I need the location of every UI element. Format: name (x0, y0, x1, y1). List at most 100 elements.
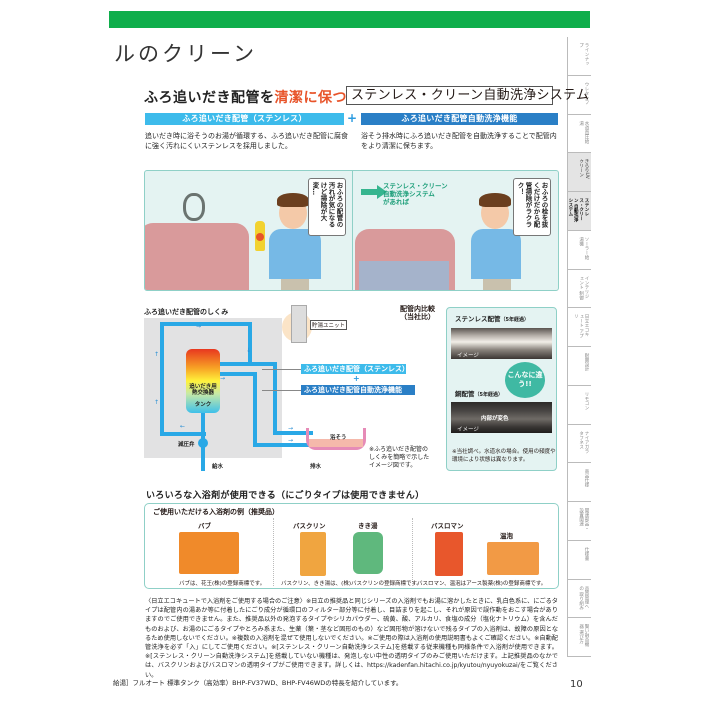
side-tab-6[interactable]: インテリジェント 制御 (568, 269, 591, 309)
stainless-pipe-label: ステンレス配管（5年経過） (455, 315, 529, 323)
person-body (471, 229, 521, 279)
person-legs (483, 276, 511, 290)
product-name-bathroman: バスロマン (431, 522, 464, 530)
heat-exchanger-label: 追いだき用熱交換器 (189, 384, 217, 396)
connector-line (262, 369, 301, 370)
pipe (253, 443, 313, 447)
person-body (269, 229, 321, 279)
tank-label: タンク (194, 402, 212, 408)
trademark-caption: バスクリン、きき湯は、(株)バスクリンの登録商標です。 (281, 581, 422, 587)
product-name-bathclin: バスクリン (293, 522, 326, 530)
product-image-bathroman (435, 532, 463, 576)
pressure-valve-icon (198, 438, 208, 448)
product-name-bub: バブ (198, 522, 211, 530)
after-caption: ステンレス・クリーン 自動洗浄システム があれば (383, 182, 448, 206)
side-index: ラインナップウレタンフ水道直圧給湯きらりUV クリーンステンレス・クリーン 自動… (567, 37, 591, 657)
hot-water-tank (186, 349, 220, 413)
plus-icon: + (347, 111, 358, 125)
system-name-box: ステンレス・クリーン自動洗浄システム (346, 86, 589, 105)
storage-unit-icon (291, 305, 307, 343)
side-tab-3[interactable]: きらりUV クリーン (568, 153, 591, 192)
product-image-kikiyu (353, 532, 383, 574)
bathtub-label: 浴そう (330, 435, 347, 441)
separator (273, 518, 274, 586)
side-tab-8[interactable]: 耐震設計 (568, 347, 591, 386)
cleaner-bottle-icon (255, 221, 265, 251)
plus-icon: + (353, 374, 360, 383)
pipe (160, 322, 164, 436)
side-tab-10[interactable]: ナイアガラ タフネス (568, 424, 591, 464)
product-image-bathclin (300, 532, 326, 576)
stainless-pipe-photo: イメージ (451, 328, 552, 359)
flow-arrow-icon: → (196, 323, 202, 330)
pipe (273, 362, 277, 434)
tag-auto-clean: ふろ追いだき配管自動洗浄機能 (301, 385, 415, 395)
flow-arrow-icon: ↑ (154, 351, 160, 358)
water-supply-label: 給水 (212, 464, 224, 470)
feature-stainless-description: 追いだき時に浴そうのお湯が循環する、ふろ追いだき配管に腐食に強く汚れにくいステン… (145, 132, 348, 150)
side-tab-13[interactable]: 仕様書 (568, 540, 591, 580)
feature-auto-clean: ふろ追いだき配管自動洗浄機能 (361, 113, 558, 125)
bathtub-diagram (306, 428, 366, 450)
additive-panel-title: ご使用いただける入浴剤の例（推奨品） (153, 508, 279, 516)
flow-arrow-icon: → (288, 425, 294, 432)
page-title: ルのクリーン (114, 42, 257, 66)
footer-note: 給湯］フルオート 標準タンク（高効率）BHP-FV37WD、BHP-FV46WD… (113, 679, 403, 687)
usage-notes: 〈日立エコキュートで入浴剤をご使用する場合のご注意〉※日立の推奨品と同じシリーズ… (145, 598, 558, 679)
side-tab-14[interactable]: 品質管理への 取り組み (568, 579, 591, 619)
pressure-valve-label: 減圧弁 (178, 442, 195, 448)
comparison-note: ※当社調べ。水道水の場合。使用の頻度や環境により状態は異なります。 (452, 449, 556, 463)
pipe (195, 362, 277, 366)
comparison-heading: 配管内比較 （当社比） (400, 305, 435, 321)
side-tab-4[interactable]: ステンレス・クリーン 自動洗浄システム (568, 192, 591, 231)
tag-stainless-pipe: ふろ追いだき配管（ステンレス） (301, 364, 409, 374)
mechanism-note: ※ふろ追いだき配管の しくみを簡略で示した イメージ図です。 (369, 446, 430, 469)
headline-prefix: ふろ追いだき配管を (144, 90, 275, 106)
product-name-kikiyu: きき湯 (358, 522, 378, 530)
flow-arrow-icon: ↑ (154, 399, 160, 406)
flow-arrow-icon: → (220, 375, 226, 382)
additive-panel: ご使用いただける入浴剤の例（推奨品） バブ バスクリン きき湯 バスロマン 温泡… (144, 503, 559, 589)
separator (412, 518, 413, 586)
trademark-caption: バスロマン、温泡はアース製薬(株)の登録商標です。 (417, 581, 547, 587)
feature-auto-clean-description: 浴そう排水時にふろ追いだき配管を自動洗浄することで配管内をより清潔に保ちます。 (361, 132, 557, 150)
pipe (273, 431, 313, 435)
product-image-onpo (487, 542, 539, 575)
copper-pipe-label: 銅配管（5年経過） (455, 390, 503, 398)
side-tab-5[interactable]: ソーラー給湯機 (568, 230, 591, 270)
side-tab-7[interactable]: 日立エコキュート アプリ (568, 308, 591, 347)
mechanism-title: ふろ追いだき配管のしくみ (144, 308, 229, 316)
copper-pipe-photo: 内部が変色 イメージ (451, 402, 552, 433)
pipe (195, 372, 257, 376)
additive-heading: いろいろな入浴剤が使用できる（にごりタイプは使用できません） (146, 491, 425, 501)
flow-arrow-icon: → (288, 437, 294, 444)
pipe-comparison-panel: ステンレス配管（5年経過） イメージ 銅配管（5年経過） 内部が変色 イメージ … (446, 307, 557, 471)
side-tab-15[interactable]: 賢い融合機器 選び方 (568, 618, 591, 657)
drain-label: 排水 (310, 464, 322, 470)
person-legs (281, 276, 309, 290)
flow-arrow-icon: ← (180, 423, 186, 430)
pipe (160, 432, 206, 436)
difference-badge: こんなに違う!! (505, 362, 545, 398)
page-number: 10 (570, 679, 583, 690)
side-tab-0[interactable]: ラインナップ (568, 37, 591, 76)
person-hair (479, 193, 511, 207)
side-tab-12[interactable]: 関連部品・ 設置関連 (568, 502, 591, 541)
before-after-illustration: おふろの配管の汚れが気になるけど掃除が大変… ステンレス・クリーン 自動洗浄シス… (144, 170, 559, 291)
feature-stainless-pipe: ふろ追いだき配管（ステンレス） (145, 113, 344, 125)
product-image-bub (179, 532, 239, 574)
panel-divider (352, 171, 353, 290)
trademark-caption: バブは、花王(株)の登録商標です。 (179, 581, 266, 587)
side-tab-1[interactable]: ウレタンフ (568, 75, 591, 115)
pipe (160, 322, 252, 326)
side-tab-9[interactable]: リモコン (568, 385, 591, 425)
dirt-icon (183, 193, 205, 221)
side-tab-2[interactable]: 水道直圧給湯 (568, 114, 591, 154)
person-hair (277, 193, 309, 207)
bathtub-illustration (145, 223, 249, 290)
side-tab-11[interactable]: 商品仕様 (568, 463, 591, 502)
pipe (248, 322, 252, 366)
header-accent-bar (109, 11, 590, 28)
storage-unit-label: 貯湯ユニット (310, 320, 348, 330)
flow-arrow-icon: ↓ (246, 347, 252, 354)
